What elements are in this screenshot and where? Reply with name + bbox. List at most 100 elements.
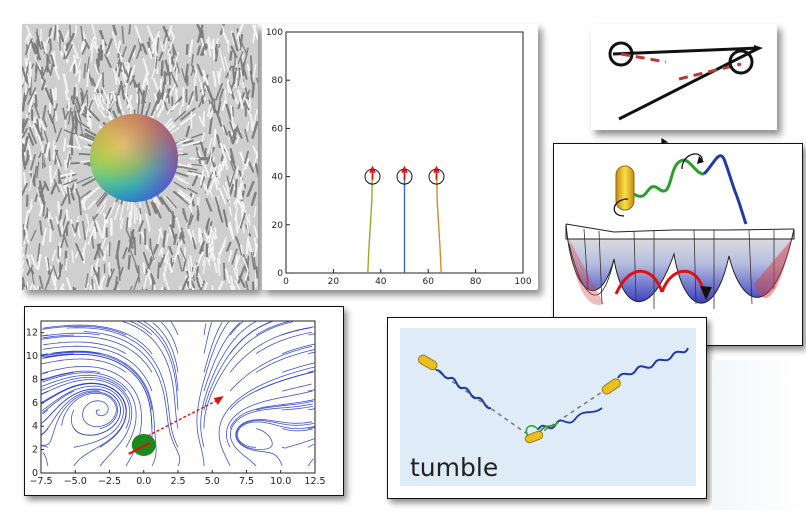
fiber [102,218,107,238]
fiber [86,56,90,73]
fiber [205,146,215,165]
fiber [222,209,229,228]
fiber [61,212,68,229]
y-tick-label: 0 [277,269,283,279]
streamline [281,327,312,336]
streamline [43,324,153,354]
fiber [243,47,249,64]
fiber [87,199,96,210]
sphere-panel [14,22,262,308]
bacterium-body [601,378,621,395]
fiber [168,127,180,136]
streamline [256,400,314,411]
fiber [51,249,57,262]
fiber [42,41,48,54]
fiber [198,240,206,255]
streamline [203,322,223,373]
fiber [25,113,32,128]
fiber [208,116,213,135]
fiber [214,50,219,62]
fiber [210,101,216,114]
fiber [96,198,108,214]
x-tick-label: 0.0 [136,476,151,487]
streamline [235,419,313,467]
fiber [117,61,123,78]
orientation-arrow-icon [401,165,408,180]
fiber [26,264,33,276]
fiber [186,172,203,178]
streamline [281,343,315,355]
streamline [52,350,157,467]
fiber [177,138,190,144]
streamline [83,331,181,467]
fiber [194,65,201,83]
fiber [193,71,197,90]
arrowhead-icon [213,395,224,405]
fiber [93,74,103,93]
streamline [43,341,127,355]
energy-landscape-panel [553,143,803,346]
fiber [195,146,202,165]
fiber [62,73,69,94]
fiber [76,119,90,130]
trajectory-line [436,176,442,274]
fiber [242,89,251,108]
fiber [63,45,69,63]
fiber [169,28,176,40]
fiber [225,241,232,252]
fiber [159,254,166,268]
streamline [41,358,127,373]
fiber [29,198,33,209]
streamline [255,331,312,355]
fiber [231,248,238,265]
streamline [236,420,315,451]
fiber [223,237,227,248]
fiber [85,213,90,225]
fiber [27,33,30,45]
fiber [173,244,180,263]
fiber [134,25,142,44]
fiber [232,65,236,85]
bacterium-body [524,430,544,444]
streamline [129,320,153,336]
fiber [94,275,100,289]
fiber [253,225,259,239]
fiber [213,128,217,147]
streamline [218,366,315,467]
fiber [242,67,248,80]
fiber [90,264,94,277]
streamline [229,321,244,336]
fiber [49,63,54,75]
fiber [88,99,94,111]
fiber [218,88,224,101]
fiber [166,103,176,115]
fiber [206,38,212,57]
fiber [66,186,71,205]
fiber [152,195,159,208]
fiber [118,107,123,118]
fiber [210,156,215,173]
fiber [190,53,194,66]
fiber [20,143,25,158]
fiber [215,83,223,101]
fiber [60,219,64,238]
fiber [81,199,87,211]
fiber [224,268,231,284]
fiber [191,163,203,167]
fiber [250,55,253,75]
streamline [203,323,207,336]
fiber [207,137,213,154]
fiber [178,191,191,201]
fiber [181,68,186,83]
fiber [47,48,52,62]
fiber [49,88,55,107]
fiber [218,251,221,265]
fiber [21,92,27,112]
fiber [54,110,58,122]
fiber-field-image [14,22,262,308]
fiber [24,154,30,166]
fiber [96,94,104,111]
fiber [176,171,189,178]
fiber [18,182,29,200]
